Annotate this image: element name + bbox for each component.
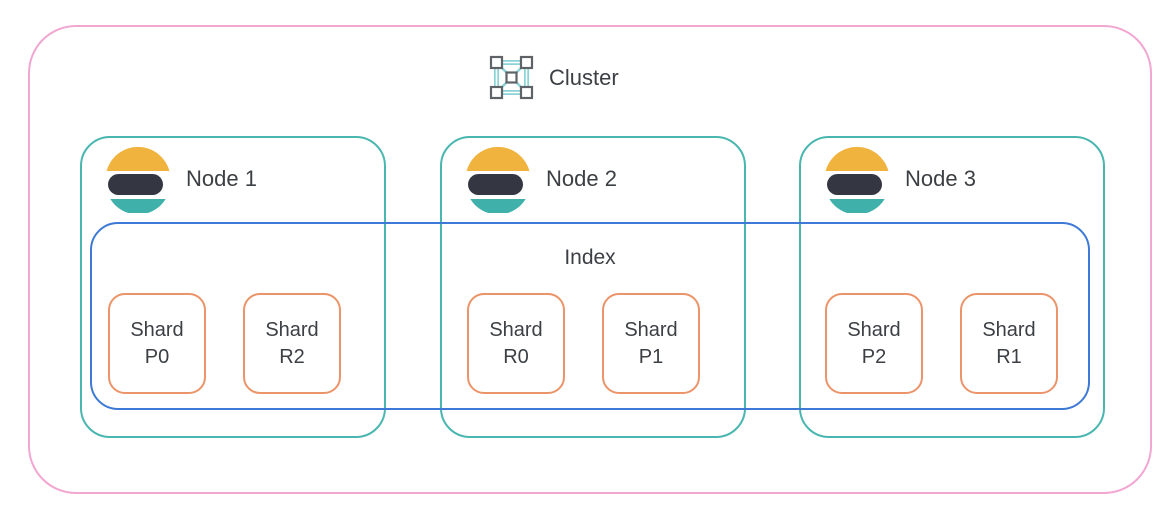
shard-name: Shard [847, 318, 901, 341]
shard-name: Shard [265, 318, 319, 341]
shard-name: Shard [982, 318, 1036, 341]
shard-p1-box: Shard P1 [602, 293, 700, 394]
shard-name: Shard [130, 318, 184, 341]
elasticsearch-logo-icon [466, 146, 530, 213]
shard-r2-box: Shard R2 [243, 293, 341, 394]
node-3-container: Node 3 [799, 136, 1105, 438]
shard-id: R1 [996, 345, 1022, 368]
shard-id: R0 [503, 345, 529, 368]
shard-name: Shard [489, 318, 543, 341]
elasticsearch-logo-icon [106, 146, 170, 213]
index-container [90, 222, 1090, 410]
elasticsearch-logo-icon [825, 146, 889, 213]
cluster-container [28, 25, 1152, 494]
shard-p0-box: Shard P0 [108, 293, 206, 394]
node-label: Node 1 [186, 166, 257, 191]
cluster-network-icon [489, 55, 534, 100]
node-label: Node 3 [905, 166, 976, 191]
node-2-container: Node 2 [440, 136, 746, 438]
shard-p2-box: Shard P2 [825, 293, 923, 394]
shard-name: Shard [624, 318, 678, 341]
shard-id: P0 [144, 345, 170, 368]
shard-id: R2 [279, 345, 305, 368]
cluster-header: Cluster [488, 54, 619, 101]
shard-id: P2 [861, 345, 887, 368]
shard-r0-box: Shard R0 [467, 293, 565, 394]
index-label: Index [564, 246, 616, 269]
node-label: Node 2 [546, 166, 617, 191]
shard-r1-box: Shard R1 [960, 293, 1058, 394]
node-1-container: Node 1 [80, 136, 386, 438]
cluster-label: Cluster [549, 64, 619, 90]
shard-id: P1 [638, 345, 664, 368]
